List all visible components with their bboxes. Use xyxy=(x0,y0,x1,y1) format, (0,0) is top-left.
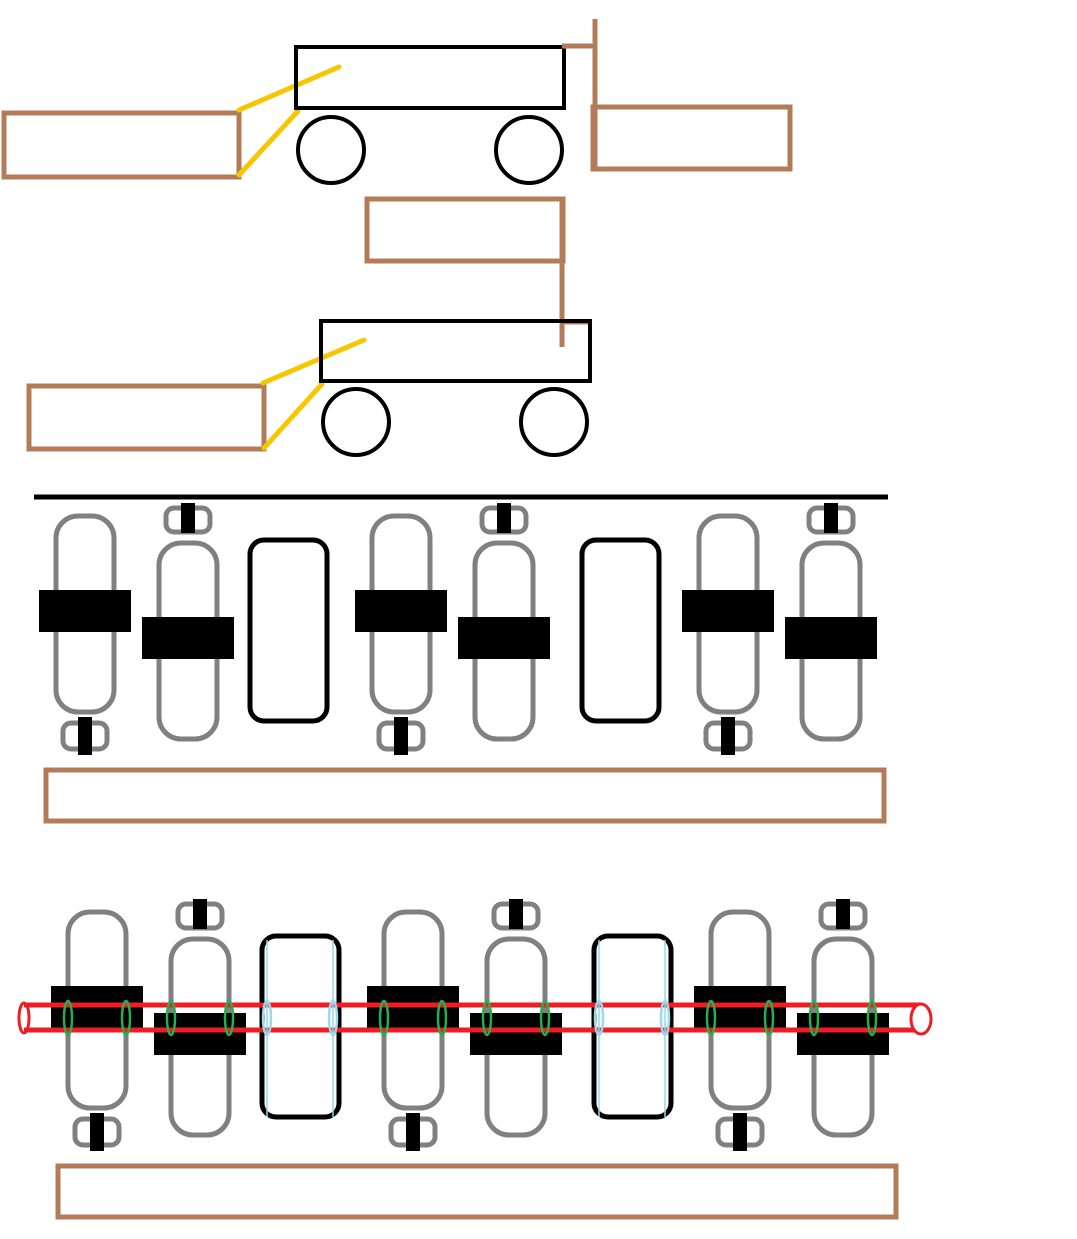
black-pin-top-1-7 xyxy=(824,503,838,533)
yellow-strap-lower-top xyxy=(236,108,301,178)
black-pin-top-2-7 xyxy=(836,899,850,929)
brown-base-row-2 xyxy=(55,1163,899,1220)
cart-body-middle xyxy=(319,319,592,383)
black-strap-1-4 xyxy=(458,617,550,659)
black-pin-bottom-1-6 xyxy=(721,717,735,755)
black-pin-top-2-1 xyxy=(193,899,207,929)
black-strap-1-3 xyxy=(355,590,447,632)
black-box-2-5 xyxy=(591,933,674,1120)
right-brown-block-top xyxy=(590,104,793,172)
black-strap-1-6 xyxy=(682,590,774,632)
cart-wheel-left-top xyxy=(296,115,366,185)
rod-ring-3-0 xyxy=(378,999,390,1037)
red-rod-right-end xyxy=(909,1002,933,1036)
yellow-strap-upper-middle xyxy=(260,337,367,386)
rod-ring-1-1 xyxy=(223,999,235,1037)
black-box-2-2 xyxy=(259,933,342,1120)
black-strap-1-1 xyxy=(142,617,234,659)
black-pin-top-1-4 xyxy=(497,503,511,533)
black-pin-bottom-2-3 xyxy=(406,1113,420,1151)
black-pin-top-1-1 xyxy=(181,503,195,533)
rod-ring-1-0 xyxy=(165,999,177,1037)
rod-ring-6-0 xyxy=(705,999,717,1037)
cart-wheel-right-middle xyxy=(519,387,589,457)
black-strap-1-0 xyxy=(39,590,131,632)
left-brown-block-top xyxy=(1,110,242,180)
block-row-2 xyxy=(17,899,933,1151)
rod-ring-0-1 xyxy=(120,999,132,1037)
rod-ring-7-0 xyxy=(808,999,820,1037)
left-brown-block-middle xyxy=(26,383,267,452)
brown-base-row-1 xyxy=(43,767,887,824)
cart-wheel-right-top xyxy=(494,115,564,185)
red-rod-left-end xyxy=(17,1001,31,1035)
top-cart-scene xyxy=(1,19,793,185)
rod-ring-6-1 xyxy=(763,999,775,1037)
middle-cart-scene xyxy=(26,196,592,457)
black-pin-bottom-1-0 xyxy=(78,717,92,755)
rod-ring-4-0 xyxy=(481,999,493,1037)
black-box-1-2 xyxy=(247,537,330,724)
rod-ring-0-0 xyxy=(62,999,74,1037)
yellow-strap-upper-top xyxy=(236,64,342,113)
black-pin-top-2-4 xyxy=(509,899,523,929)
yellow-strap-lower-middle xyxy=(261,381,325,451)
black-pin-bottom-2-0 xyxy=(90,1113,104,1151)
rod-ring-7-1 xyxy=(866,999,878,1037)
floating-brown-block xyxy=(364,196,566,264)
rod-ring-4-1 xyxy=(539,999,551,1037)
black-strap-1-7 xyxy=(785,617,877,659)
block-row-1 xyxy=(39,503,877,755)
black-pin-bottom-1-3 xyxy=(394,717,408,755)
cart-body-top xyxy=(294,45,566,110)
cart-wheel-left-middle xyxy=(321,387,391,457)
black-box-1-5 xyxy=(579,537,662,724)
black-pin-bottom-2-6 xyxy=(733,1113,747,1151)
rod-ring-3-1 xyxy=(436,999,448,1037)
